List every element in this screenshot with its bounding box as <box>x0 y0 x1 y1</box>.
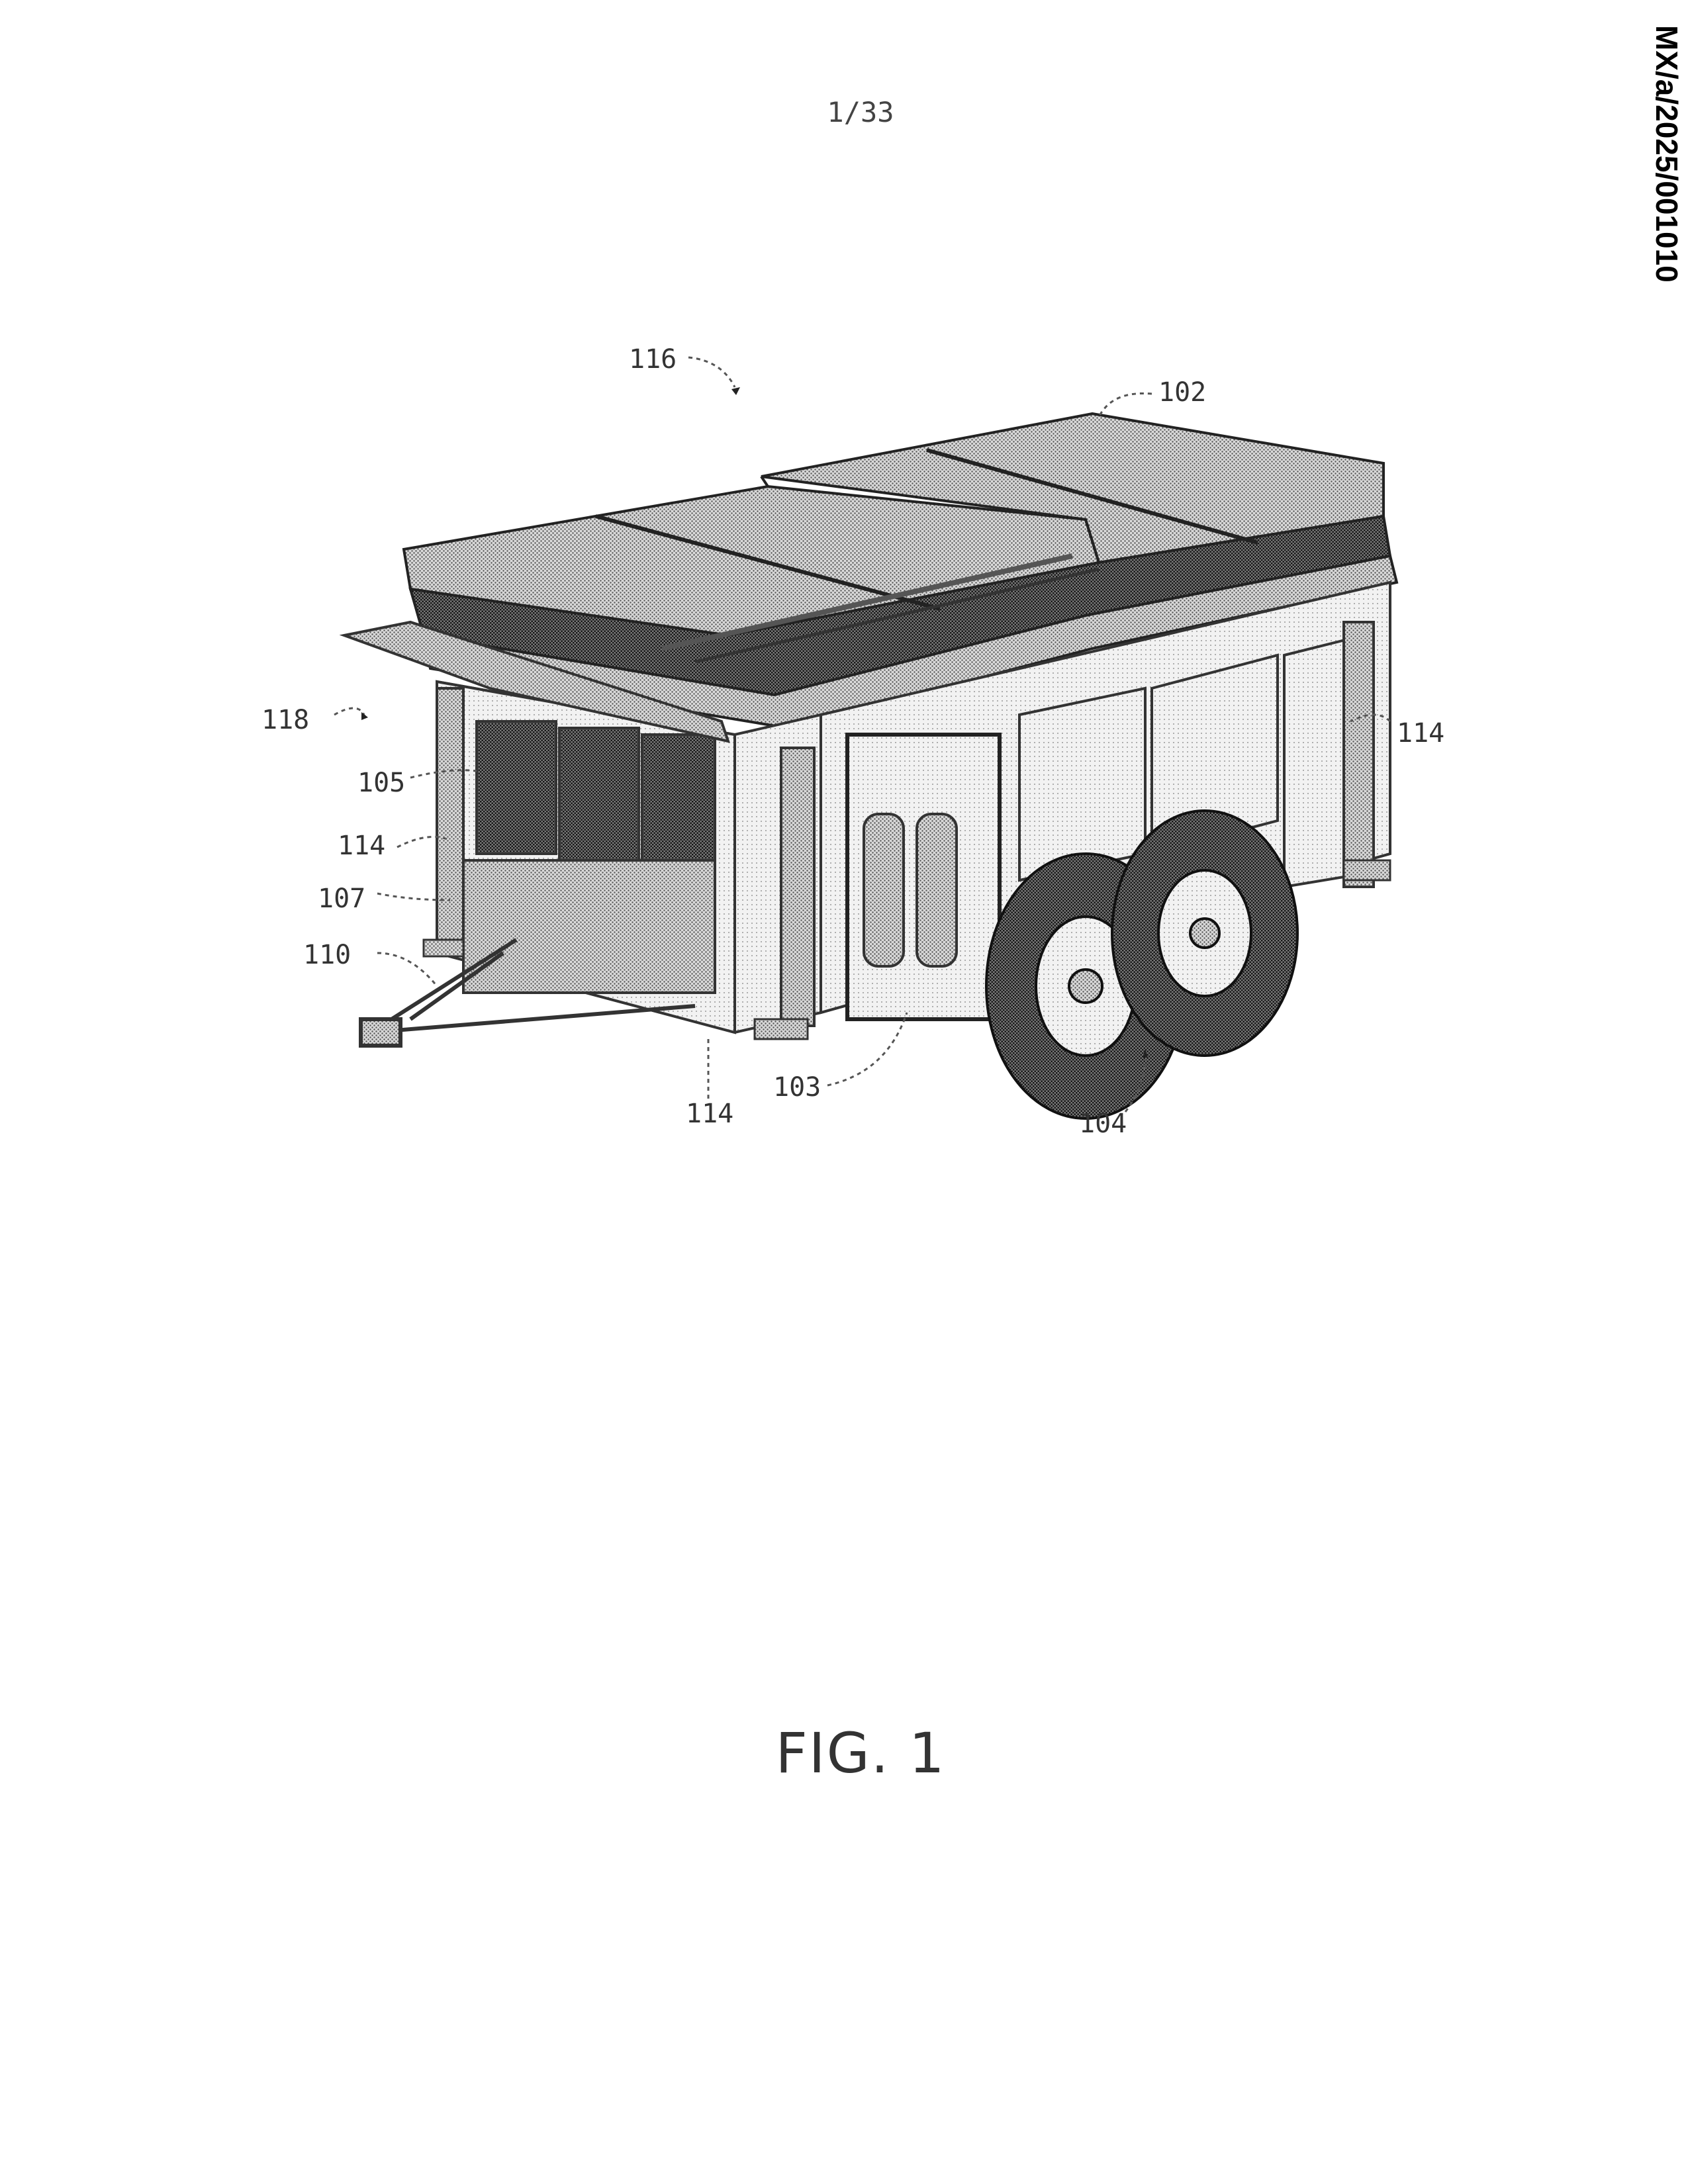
ref-numeral-103: 103 <box>773 1072 821 1103</box>
ref-numeral-105: 105 <box>357 768 405 798</box>
ref-numeral-118: 118 <box>261 705 309 735</box>
figure-caption: FIG. 1 <box>728 1721 993 1786</box>
ref-numeral-107: 107 <box>318 884 365 914</box>
ref-numeral-116: 116 <box>629 344 677 375</box>
ref-numeral-102: 102 <box>1158 377 1206 408</box>
ref-numeral-104: 104 <box>1079 1109 1127 1139</box>
ref-numeral-114-bottom: 114 <box>686 1099 733 1129</box>
ref-numeral-114-right: 114 <box>1397 718 1444 749</box>
ref-numeral-114-left: 114 <box>338 831 385 861</box>
ref-numeral-110: 110 <box>303 940 351 970</box>
